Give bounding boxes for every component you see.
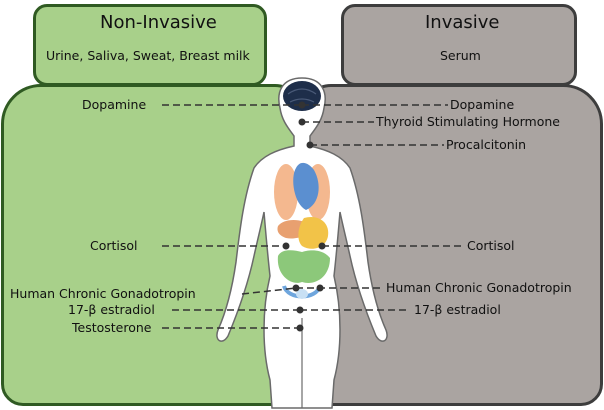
label-left-cortisol: Cortisol	[90, 238, 138, 253]
label-right-cortisol: Cortisol	[467, 238, 515, 253]
label-right-estradiol: 17-β estradiol	[414, 302, 501, 317]
non-invasive-title: Non-Invasive	[100, 12, 217, 33]
label-left-testosterone: Testosterone	[72, 320, 152, 335]
label-left-dopamine: Dopamine	[82, 97, 147, 112]
brain-icon	[283, 81, 321, 111]
invasive-header	[341, 4, 577, 86]
connector-dots	[282, 101, 326, 332]
heart-icon	[293, 162, 319, 210]
connector-lines	[162, 104, 464, 329]
invasive-title: Invasive	[425, 12, 500, 33]
lung-icon	[274, 164, 298, 220]
label-right-dopamine: Dopamine	[450, 97, 515, 112]
non-invasive-subtitle: Urine, Saliva, Sweat, Breast milk	[46, 48, 250, 63]
stomach-icon	[298, 216, 329, 249]
label-right-hcg: Human Chronic Gonadotropin	[386, 280, 572, 295]
non-invasive-header	[33, 4, 267, 86]
label-right-tsh: Thyroid Stimulating Hormone	[376, 114, 560, 129]
label-right-procalcitonin: Procalcitonin	[446, 137, 527, 152]
label-left-hcg: Human Chronic Gonadotropin	[10, 286, 196, 301]
uterus-icon	[296, 289, 308, 299]
intestine-icon	[277, 250, 330, 283]
label-left-estradiol: 17-β estradiol	[68, 302, 155, 317]
invasive-subtitle: Serum	[440, 48, 481, 63]
